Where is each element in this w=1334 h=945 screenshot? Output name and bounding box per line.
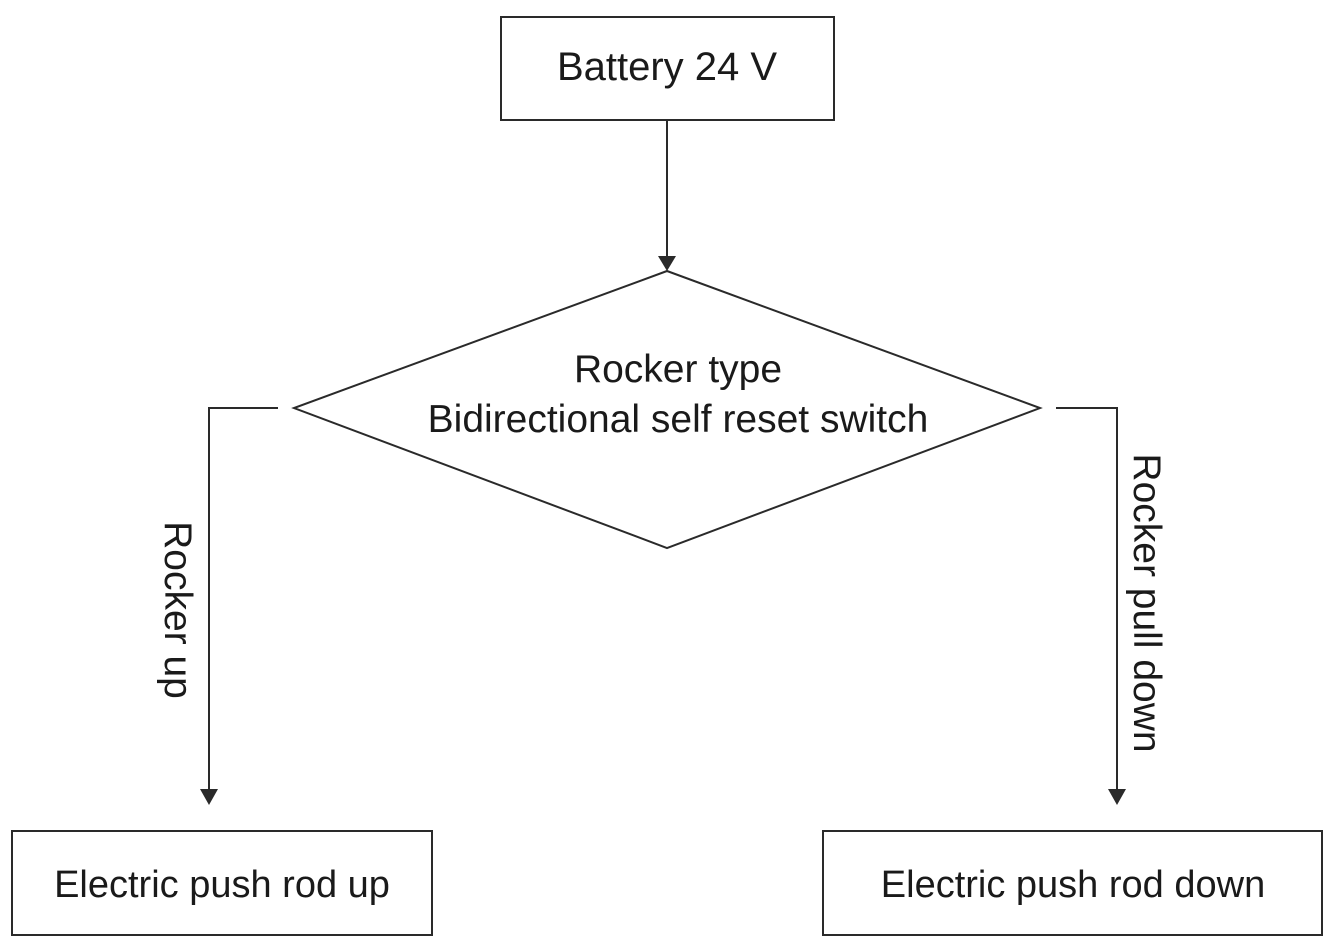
arrow-switch-to-rod-up: Rocker up	[156, 407, 278, 805]
arrow-switch-to-rod-down: Rocker pull down	[1056, 407, 1168, 805]
rod-down-box	[822, 830, 1323, 936]
arrow-battery-to-switch-head	[658, 256, 676, 271]
arrow-switch-to-rod-down-head	[1108, 789, 1126, 805]
rocker-pull-down-label: Rocker pull down	[1125, 453, 1168, 752]
rocker-up-label: Rocker up	[156, 521, 199, 699]
arrow-switch-to-rod-down-line	[1056, 407, 1118, 789]
battery-label: Battery 24 V	[557, 45, 777, 89]
switch-label-line2: Bidirectional self reset switch	[428, 398, 929, 441]
rod-down-node: Electric push rod down	[822, 830, 1323, 936]
arrow-switch-to-rod-up-head	[200, 789, 218, 805]
switch-diamond	[291, 269, 1043, 550]
battery-box	[500, 16, 835, 121]
switch-label-line1: Rocker type	[574, 348, 782, 391]
battery-node: Battery 24 V	[500, 16, 835, 121]
switch-node: Rocker type Bidirectional self reset swi…	[291, 269, 1043, 550]
rod-down-label: Electric push rod down	[881, 864, 1265, 906]
arrow-switch-to-rod-up-line	[208, 407, 278, 789]
rod-up-box	[11, 830, 433, 936]
rod-up-label: Electric push rod up	[54, 864, 390, 906]
rod-up-node: Electric push rod up	[11, 830, 433, 936]
arrow-battery-to-switch	[658, 120, 676, 271]
